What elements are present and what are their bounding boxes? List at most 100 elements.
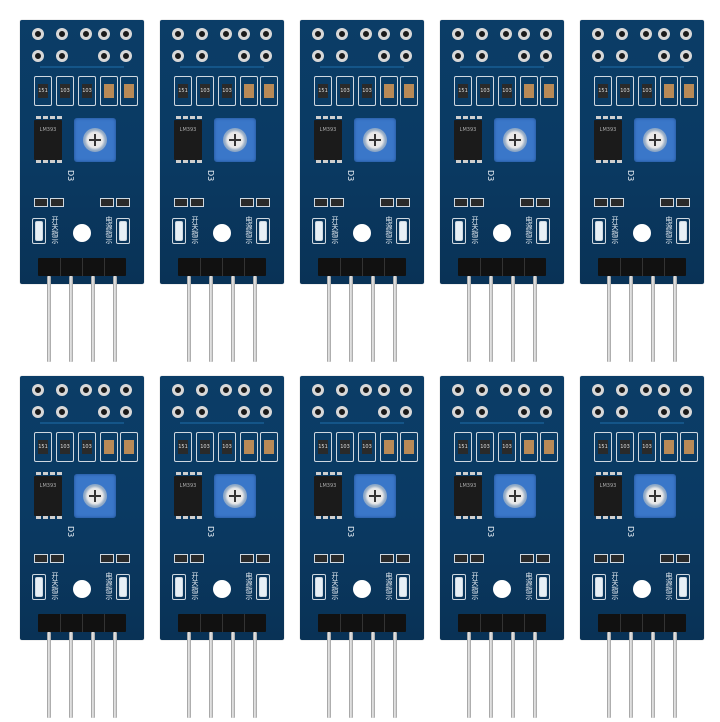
smd-component <box>240 554 254 563</box>
resistor-pad <box>218 76 236 106</box>
chip-leg <box>57 116 62 119</box>
chip-leg <box>330 160 335 163</box>
resistor-pad <box>616 76 634 106</box>
chip-leg <box>463 472 468 475</box>
resistor-pad <box>336 76 354 106</box>
through-hole <box>680 384 692 396</box>
header-divider <box>642 258 643 276</box>
capacitor <box>124 84 134 98</box>
resistor: 103 <box>222 84 232 98</box>
chip-leg <box>323 160 328 163</box>
through-hole <box>120 406 132 418</box>
led-pad <box>452 574 466 600</box>
header-divider <box>200 258 201 276</box>
through-hole <box>172 384 184 396</box>
adjust-screw-icon <box>94 134 96 146</box>
switch-indicator-label: 开关指示 <box>191 572 199 600</box>
through-hole <box>260 406 272 418</box>
capacitor <box>404 84 414 98</box>
power-indicator-label: 电源指示 <box>525 572 533 600</box>
pin-header <box>38 614 126 632</box>
through-hole <box>476 28 488 40</box>
chip-leg <box>316 516 321 519</box>
potentiometer <box>494 474 536 518</box>
adjust-screw-icon <box>654 134 656 146</box>
header-pin <box>629 276 633 362</box>
switch-indicator-label: 开关指示 <box>471 572 479 600</box>
chip-leg <box>610 472 615 475</box>
through-hole <box>500 28 512 40</box>
chip-leg <box>190 160 195 163</box>
header-pin <box>231 632 235 718</box>
resistor-pad <box>336 432 354 462</box>
chip-leg <box>57 516 62 519</box>
resistor-label: 103 <box>340 88 350 94</box>
smd-component <box>660 198 674 207</box>
smd-component <box>314 554 328 563</box>
through-hole <box>616 50 628 62</box>
through-hole <box>98 50 110 62</box>
potentiometer <box>74 118 116 162</box>
resistor-pad <box>56 432 74 462</box>
power-indicator-label: 电源指示 <box>245 216 253 244</box>
through-hole <box>120 384 132 396</box>
header-pin <box>393 632 397 718</box>
header-pin <box>253 632 257 718</box>
smd-component <box>660 554 674 563</box>
capacitor <box>384 84 394 98</box>
pin-header <box>598 258 686 276</box>
chip-leg <box>183 116 188 119</box>
led-pad <box>312 574 326 600</box>
through-hole <box>518 50 530 62</box>
resistor-pad <box>594 76 612 106</box>
transistor-label: D3 <box>626 170 635 182</box>
pin-header <box>458 258 546 276</box>
potentiometer <box>74 474 116 518</box>
header-pin <box>651 276 655 362</box>
header-divider <box>502 258 503 276</box>
adjust-screw-icon <box>234 134 236 146</box>
chip-leg <box>176 516 181 519</box>
sensor-module: 151 103 103 LM393 <box>300 20 424 366</box>
led-pad <box>396 574 410 600</box>
through-hole <box>452 384 464 396</box>
resistor-label: 103 <box>222 88 232 94</box>
pcb-trace <box>600 66 684 68</box>
smd-component <box>594 198 608 207</box>
mounting-hole <box>73 580 91 598</box>
header-divider <box>384 258 385 276</box>
switch-indicator-label: 开关指示 <box>191 216 199 244</box>
resistor: 103 <box>480 440 490 454</box>
header-pin <box>187 632 191 718</box>
pcb-board: 151 103 103 LM393 <box>20 20 144 284</box>
capacitor-pad <box>660 76 678 106</box>
pin-header <box>178 614 266 632</box>
chip-leg <box>337 516 342 519</box>
through-hole <box>238 28 250 40</box>
resistor-label: 103 <box>502 88 512 94</box>
resistor: 103 <box>642 440 652 454</box>
resistor-pad <box>78 76 96 106</box>
header-divider <box>200 614 201 632</box>
chip-label: LM393 <box>179 127 197 133</box>
smd-component <box>610 198 624 207</box>
resistor-pad <box>34 76 52 106</box>
through-hole <box>336 384 348 396</box>
pcb-trace <box>180 66 264 68</box>
through-hole <box>80 384 92 396</box>
header-divider <box>524 258 525 276</box>
chip-label: LM393 <box>319 483 337 489</box>
pcb-board: 151 103 103 LM393 <box>300 376 424 640</box>
through-hole <box>658 28 670 40</box>
chip-leg <box>50 160 55 163</box>
chip-label: LM393 <box>459 127 477 133</box>
chip-leg <box>456 516 461 519</box>
capacitor-pad <box>660 432 678 462</box>
resistor-label: 151 <box>38 88 48 94</box>
mounting-hole <box>353 224 371 242</box>
through-hole <box>312 406 324 418</box>
capacitor-pad <box>540 432 558 462</box>
header-pin <box>91 632 95 718</box>
capacitor <box>664 84 674 98</box>
through-hole <box>312 50 324 62</box>
